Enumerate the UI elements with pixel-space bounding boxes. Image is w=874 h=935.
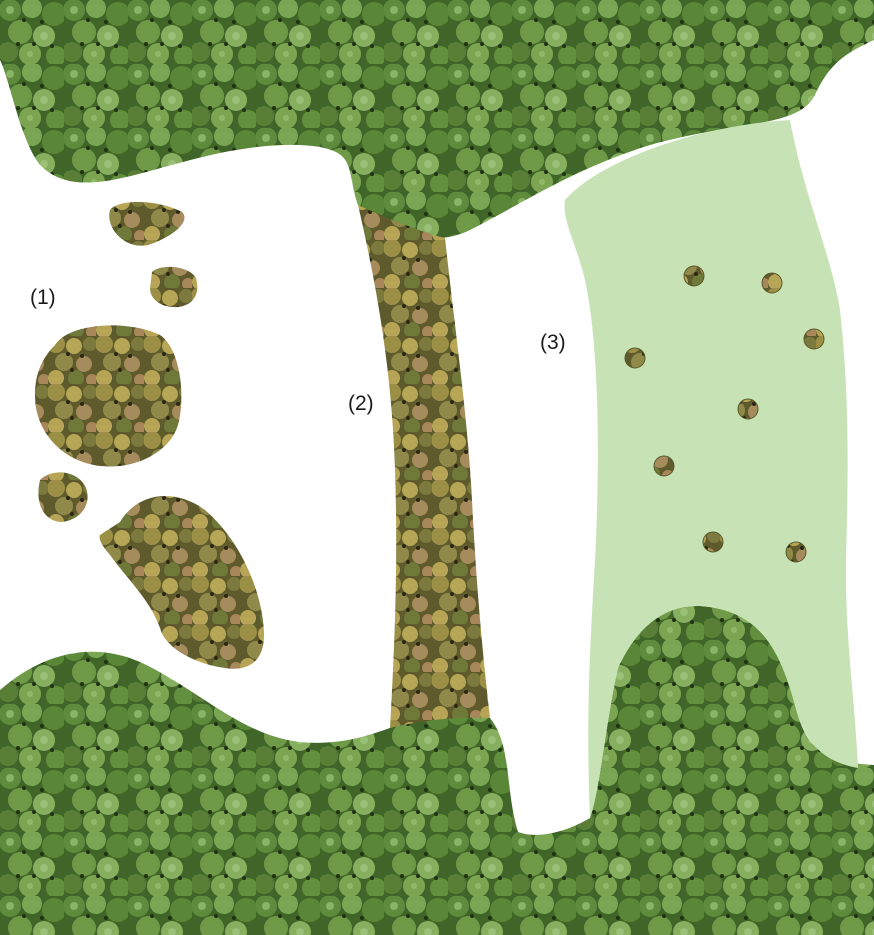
single-tree <box>654 456 674 476</box>
single-tree <box>804 329 824 349</box>
patch-small-bottom <box>38 472 87 522</box>
label-region-1: (1) <box>30 286 56 310</box>
label-region-2: (2) <box>348 392 374 416</box>
label-region-3: (3) <box>540 331 566 355</box>
single-tree <box>703 532 723 552</box>
patch-small-top <box>109 202 184 246</box>
patch-elongated <box>100 496 264 669</box>
single-tree <box>786 542 806 562</box>
single-tree <box>762 273 782 293</box>
region-2-strip <box>358 205 490 728</box>
single-tree <box>625 348 645 368</box>
single-tree <box>738 399 758 419</box>
patch-small-square <box>150 267 197 307</box>
single-tree <box>684 266 704 286</box>
patch-large <box>35 325 181 466</box>
region-1-patches <box>35 202 264 669</box>
